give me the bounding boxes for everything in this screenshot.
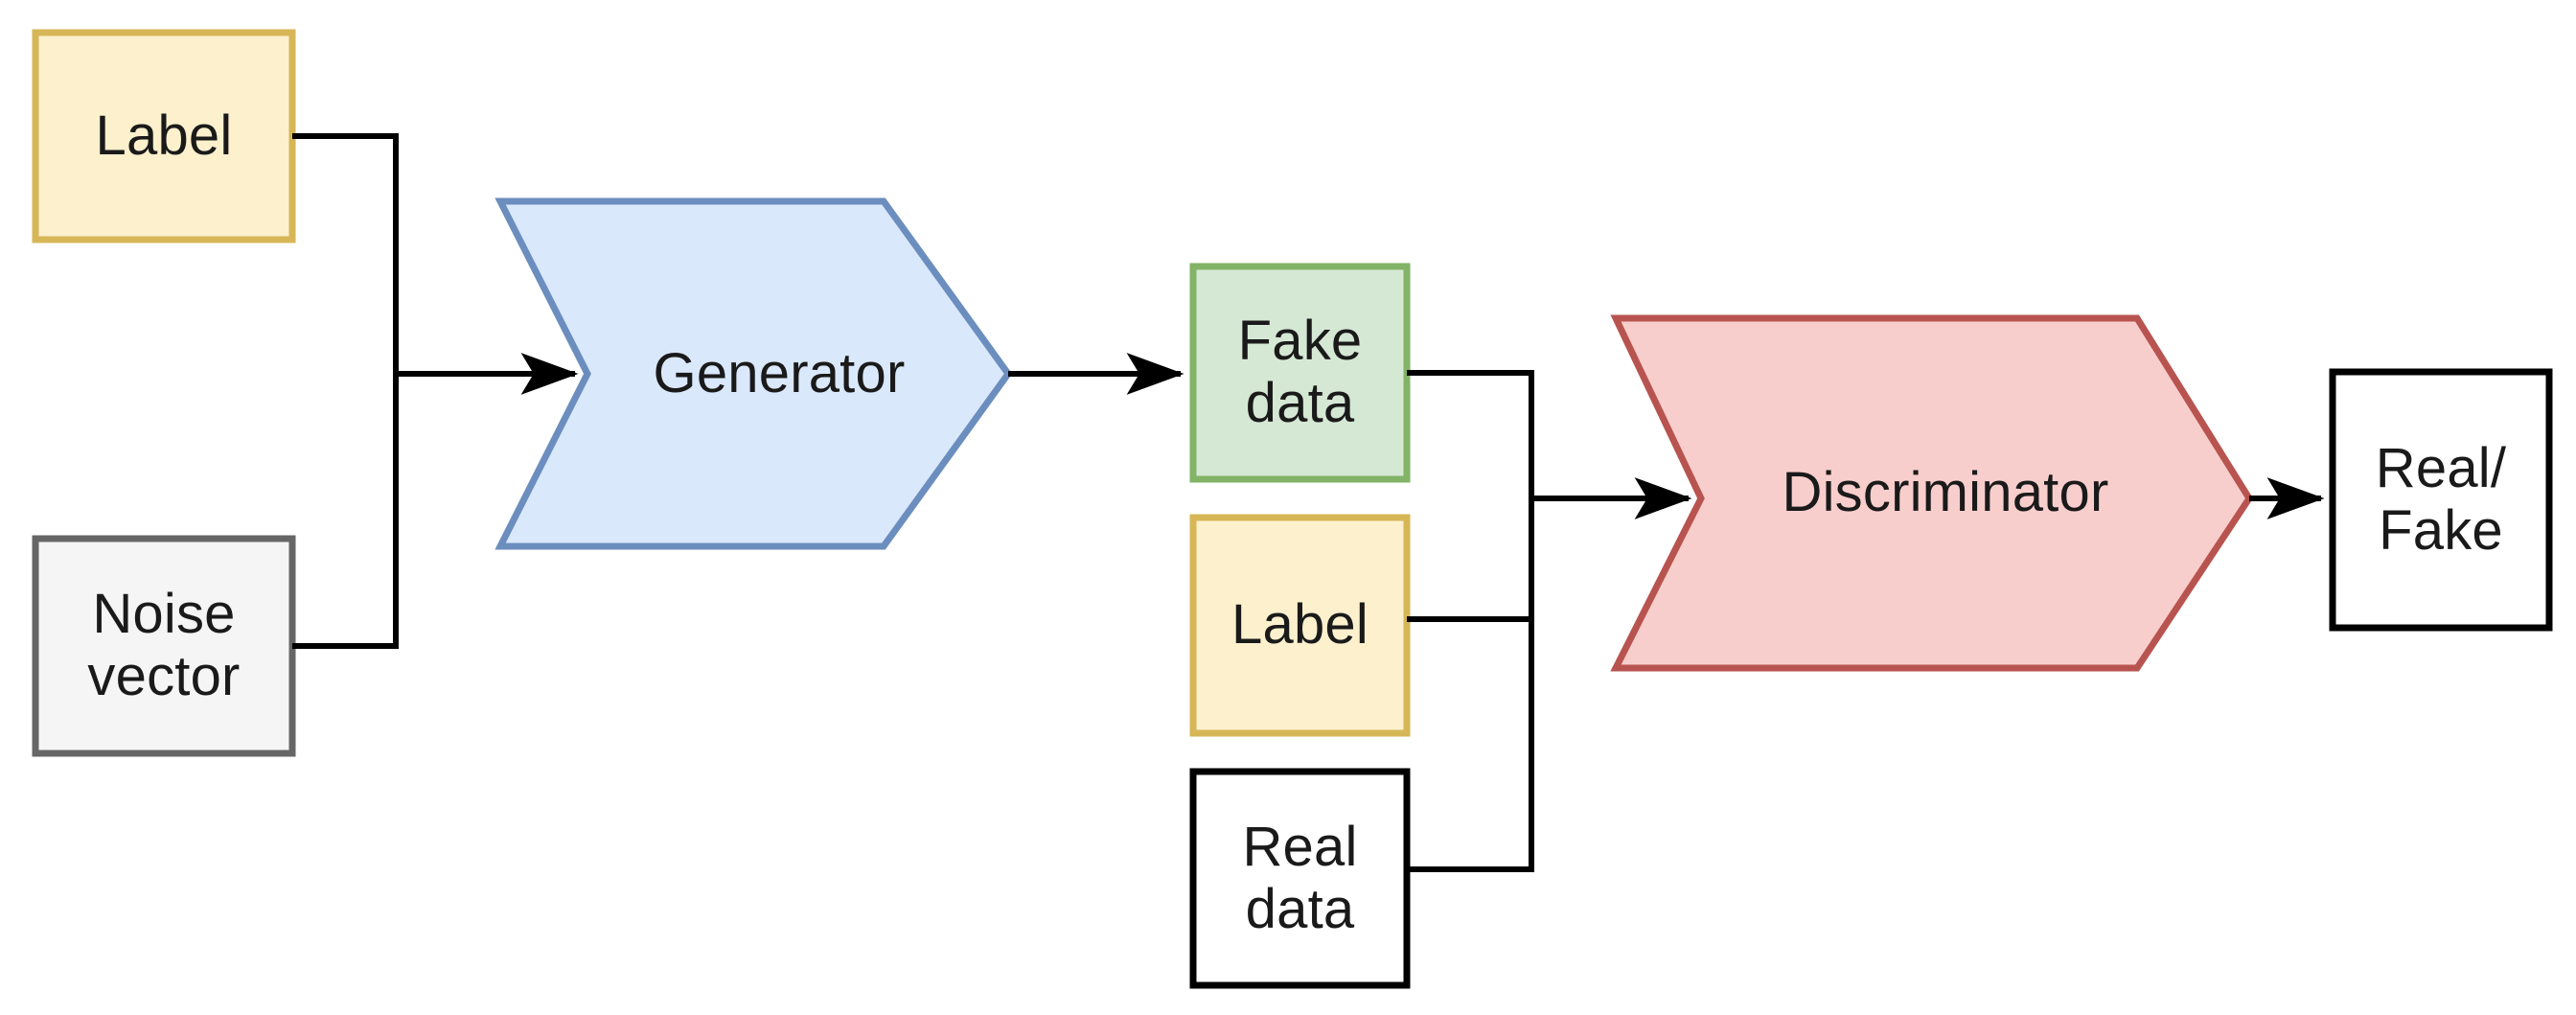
node-generator[interactable] [500,201,1008,546]
node-real-fake-shape [2329,368,2553,632]
node-fake-data-shape [1189,263,1411,483]
node-label-cond[interactable] [1193,518,1407,733]
node-label-input-shape [32,29,296,243]
edge-real-to-discriminator [1407,498,1534,872]
edge-fake-to-discriminator [1407,370,1534,498]
node-discriminator[interactable] [1616,318,2249,668]
edge-label-to-generator [292,133,399,374]
node-real-data-shape [1189,768,1411,989]
node-fake-data[interactable] [1193,266,1407,479]
node-discriminator-shape [1610,314,2254,672]
node-real-fake[interactable] [2333,372,2549,628]
edge-label-to-discriminator [1407,498,1534,622]
node-label-input[interactable] [35,33,292,240]
node-noise-vector[interactable] [35,539,292,753]
node-noise-vector-shape [32,535,296,757]
node-generator-shape [494,197,1013,550]
node-label-cond-shape [1189,514,1411,737]
node-real-data[interactable] [1193,772,1407,985]
edge-noise-to-generator [292,374,399,649]
